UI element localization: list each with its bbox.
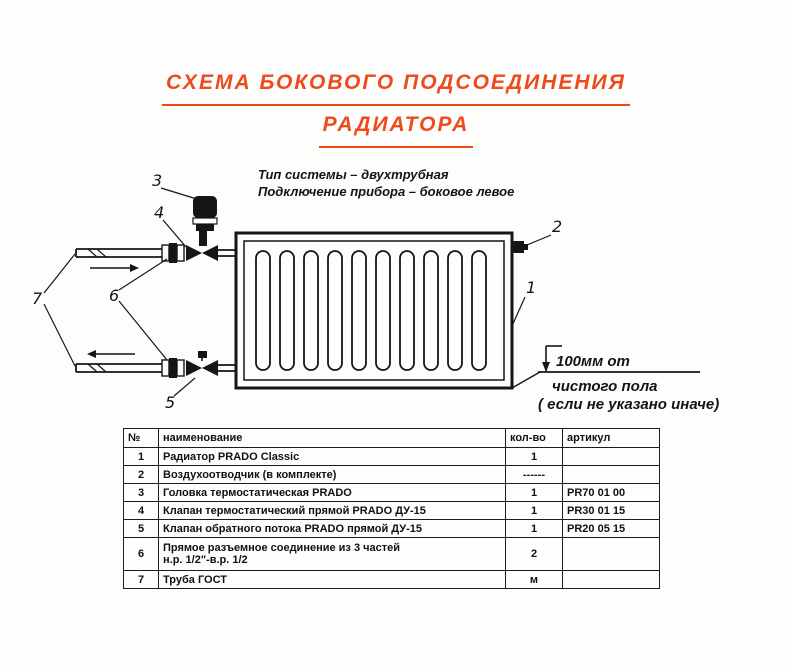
parts-table: № наименование кол-во артикул 1 Радиатор… <box>123 428 660 589</box>
cell-qty: ------ <box>505 465 563 484</box>
cell-name: Воздухоотводчик (в комплекте) <box>158 465 506 484</box>
callout-3: 3 <box>152 171 162 190</box>
radiator <box>234 231 514 390</box>
cell-qty: 1 <box>505 483 563 502</box>
return-flow-valve <box>186 351 236 376</box>
callout-1: 1 <box>526 278 536 297</box>
cell-num: 6 <box>123 537 159 571</box>
header-article: артикул <box>562 428 660 448</box>
page-title: СХЕМА БОКОВОГО ПОДСОЕДИНЕНИЯ РАДИАТОРА <box>0 64 792 148</box>
cell-num: 7 <box>123 570 159 589</box>
cell-article <box>562 570 660 589</box>
flow-arrow-return <box>87 350 135 358</box>
dimension-text-line2: чистого пола <box>552 378 658 395</box>
cell-num: 2 <box>123 465 159 484</box>
air-vent-plug <box>511 241 528 253</box>
return-pipe <box>75 363 162 373</box>
thermostatic-valve <box>186 230 236 261</box>
table-row: 3 Головка термостатическая PRADO 1 PR70 … <box>123 483 660 502</box>
union-fitting-bottom <box>161 358 185 378</box>
floor-dimension: 100мм от чистого пола ( если не указано … <box>511 345 719 413</box>
note-system-type: Тип системы – двухтрубная <box>258 167 449 182</box>
cell-name-line1: Прямое разъемное соединение из 3 частей <box>163 542 401 554</box>
callout-6: 6 <box>109 286 119 305</box>
system-notes: Тип системы – двухтрубная Подключение пр… <box>258 166 514 200</box>
cell-num: 1 <box>123 447 159 466</box>
radiator-channels <box>255 250 487 371</box>
radiator-connection-diagram: 1 2 3 4 5 6 7 100мм от чистого пола ( ес… <box>32 171 719 413</box>
cell-qty: 1 <box>505 447 563 466</box>
thermostatic-head <box>192 196 218 231</box>
table-row: 2 Воздухоотводчик (в комплекте) ------ <box>123 465 660 484</box>
page-title-line1: СХЕМА БОКОВОГО ПОДСОЕДИНЕНИЯ <box>162 64 630 106</box>
cell-article <box>562 465 660 484</box>
table-row: 5 Клапан обратного потока PRADO прямой Д… <box>123 519 660 538</box>
callout-4: 4 <box>154 203 164 222</box>
callout-5: 5 <box>165 393 175 412</box>
cell-name: Головка термостатическая PRADO <box>158 483 506 502</box>
header-num: № <box>123 428 159 448</box>
table-row: 7 Труба ГОСТ м <box>123 570 660 589</box>
cell-name: Клапан обратного потока PRADO прямой ДУ-… <box>158 519 506 538</box>
supply-pipe <box>75 248 162 258</box>
cell-name: Прямое разъемное соединение из 3 частей … <box>158 537 506 571</box>
cell-article: PR70 01 00 <box>562 483 660 502</box>
header-qty: кол-во <box>505 428 563 448</box>
table-row: 1 Радиатор PRADO Classic 1 <box>123 447 660 466</box>
header-name: наименование <box>158 428 506 448</box>
cell-qty: 1 <box>505 519 563 538</box>
flow-arrow-supply <box>90 264 139 272</box>
cell-name: Радиатор PRADO Classic <box>158 447 506 466</box>
table-row: 4 Клапан термостатический прямой PRADO Д… <box>123 501 660 520</box>
cell-num: 5 <box>123 519 159 538</box>
dimension-text-line1: 100мм от <box>556 353 630 370</box>
cell-qty: м <box>505 570 563 589</box>
cell-name: Клапан термостатический прямой PRADO ДУ-… <box>158 501 506 520</box>
cell-article <box>562 447 660 466</box>
table-row: 6 Прямое разъемное соединение из 3 часте… <box>123 537 660 571</box>
callout-7: 7 <box>32 289 43 308</box>
table-header-row: № наименование кол-во артикул <box>123 428 660 448</box>
page-title-line2: РАДИАТОРА <box>318 106 474 148</box>
cell-article: PR30 01 15 <box>562 501 660 520</box>
cell-qty: 1 <box>505 501 563 520</box>
leader-lines <box>43 187 552 397</box>
cell-name: Труба ГОСТ <box>158 570 506 589</box>
cell-num: 3 <box>123 483 159 502</box>
dimension-text-line3: ( если не указано иначе) <box>538 396 719 413</box>
cell-article: PR20 05 15 <box>562 519 660 538</box>
note-connection-type: Подключение прибора – боковое левое <box>258 184 515 199</box>
callout-2: 2 <box>552 217 562 236</box>
cell-qty: 2 <box>505 537 563 571</box>
cell-num: 4 <box>123 501 159 520</box>
union-fitting-top <box>161 243 185 263</box>
cell-article <box>562 537 660 571</box>
cell-name-line2: н.р. 1/2"-в.р. 1/2 <box>163 554 248 566</box>
